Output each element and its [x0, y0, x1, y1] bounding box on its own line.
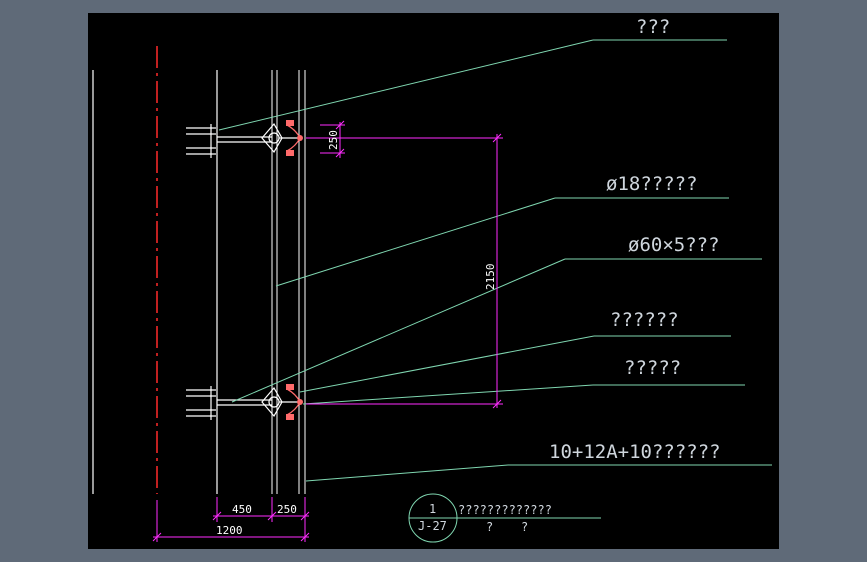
label-rod: ø18?????	[606, 173, 698, 195]
detail-tag	[408, 493, 601, 543]
drawing-canvas	[88, 13, 779, 549]
label-fitting: ?????	[624, 357, 681, 379]
label-spider: ??????	[610, 309, 679, 331]
detail-tag-sheet: J-27	[418, 519, 447, 533]
leader-glass	[305, 464, 509, 482]
bottom-anchor-bracket	[186, 386, 272, 420]
leader-rod	[275, 197, 556, 287]
label-top: ???	[636, 16, 670, 38]
detail-tag-note-b: ?	[521, 520, 528, 534]
detail-tag-title: ?????????????	[458, 503, 552, 517]
label-tube: ø60×5???	[628, 234, 720, 256]
dim-450: 450	[232, 503, 252, 516]
top-anchor-bracket	[186, 124, 272, 158]
bottom-node-fitting	[261, 384, 303, 420]
leader-top	[218, 39, 594, 131]
dim-2150: 2150	[484, 264, 497, 291]
top-node-fitting	[261, 120, 303, 156]
dim-250-bottom: 250	[277, 503, 297, 516]
leader-spider	[299, 335, 595, 393]
detail-tag-note-a: ?	[486, 520, 493, 534]
dim-250-top: 250	[327, 130, 340, 150]
detail-tag-number: 1	[429, 502, 436, 516]
label-glass: 10+12A+10??????	[549, 441, 721, 463]
leader-fitting	[302, 384, 594, 405]
dim-1200: 1200	[216, 524, 243, 537]
leader-tube	[231, 258, 566, 403]
